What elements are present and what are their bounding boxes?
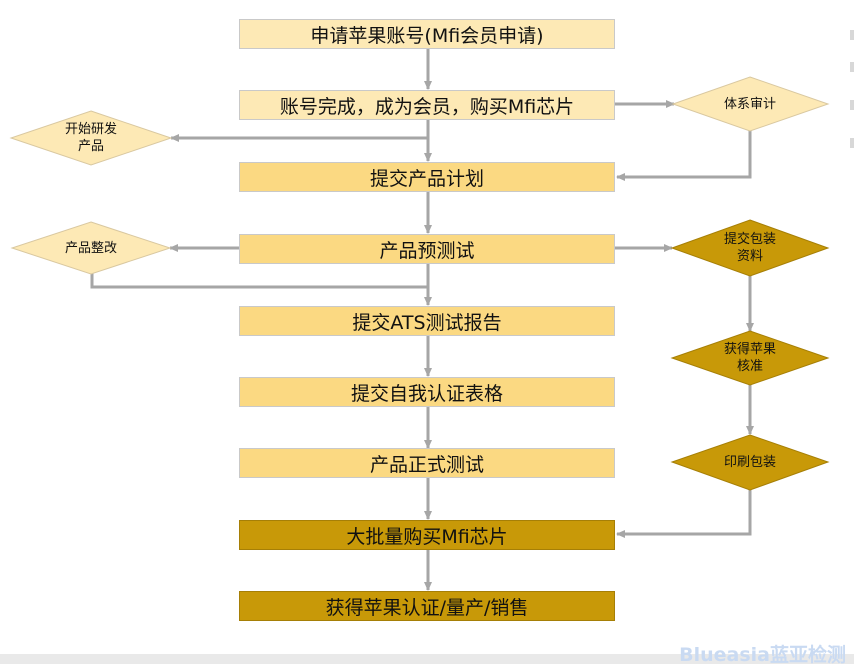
step-become-member-label: 账号完成，成为会员，购买Mfi芯片 — [279, 95, 575, 118]
bottom-bar — [0, 654, 854, 664]
rectify-loop-back — [90, 262, 428, 289]
diamond-start-dev — [9, 110, 173, 166]
cropped-text-mark — [850, 100, 854, 110]
cropped-text-mark — [850, 30, 854, 40]
diamond-submit-packaging-label: 提交包装资料 — [690, 230, 810, 266]
diamond-print-packaging-label: 印刷包装 — [690, 453, 810, 471]
start-dev-line2: 产品 — [77, 139, 104, 154]
diamond-apple-approval — [670, 330, 830, 386]
cropped-text-mark — [850, 62, 854, 72]
submit-packaging-line2: 资料 — [736, 249, 763, 264]
step-pre-test: 产品预测试 — [239, 234, 615, 264]
step-bulk-purchase-label: 大批量购买Mfi芯片 — [346, 525, 508, 548]
step-submit-ats-report: 提交ATS测试报告 — [239, 306, 615, 336]
diamond-system-audit — [671, 76, 830, 132]
step-formal-test: 产品正式测试 — [239, 448, 615, 478]
step-apply-account: 申请苹果账号(Mfi会员申请) — [239, 19, 615, 49]
submit-packaging-line1: 提交包装 — [723, 232, 776, 247]
diamond-print-packaging — [670, 434, 830, 491]
step-pre-test-label: 产品预测试 — [379, 239, 475, 262]
diamond-system-audit-label: 体系审计 — [690, 95, 810, 113]
step-become-member: 账号完成，成为会员，购买Mfi芯片 — [239, 90, 615, 120]
step-self-cert-form: 提交自我认证表格 — [239, 377, 615, 407]
diamond-rectify — [10, 221, 172, 275]
step-self-cert-form-label: 提交自我认证表格 — [350, 382, 503, 405]
diamond-apple-approval-label: 获得苹果核准 — [690, 340, 810, 376]
diamond-rectify-label: 产品整改 — [31, 239, 151, 257]
diamond-start-dev-label: 开始研发产品 — [31, 120, 151, 156]
apple-approval-line2: 核准 — [736, 359, 763, 374]
apple-approval-line1: 获得苹果 — [723, 342, 776, 357]
step-bulk-purchase: 大批量购买Mfi芯片 — [239, 520, 615, 550]
print-packaging-line1: 印刷包装 — [723, 454, 776, 470]
step-certified-production: 获得苹果认证/量产/销售 — [239, 591, 615, 621]
step-submit-plan-label: 提交产品计划 — [369, 167, 484, 190]
rectify-line1: 产品整改 — [64, 240, 117, 256]
cropped-text-mark — [850, 138, 854, 148]
step-certified-production-label: 获得苹果认证/量产/销售 — [325, 596, 529, 619]
step-apply-account-label: 申请苹果账号(Mfi会员申请) — [310, 24, 544, 47]
arrow-print-to-bulk — [616, 490, 752, 538]
system-audit-line1: 体系审计 — [723, 96, 776, 112]
diamond-submit-packaging — [670, 219, 830, 277]
step-submit-ats-report-label: 提交ATS测试报告 — [352, 311, 502, 334]
start-dev-line1: 开始研发 — [64, 122, 117, 137]
arrow-audit-to-plan — [616, 131, 752, 181]
step-submit-plan: 提交产品计划 — [239, 162, 615, 192]
watermark: Blueasia蓝亚检测 — [679, 644, 846, 666]
step-formal-test-label: 产品正式测试 — [369, 453, 484, 476]
